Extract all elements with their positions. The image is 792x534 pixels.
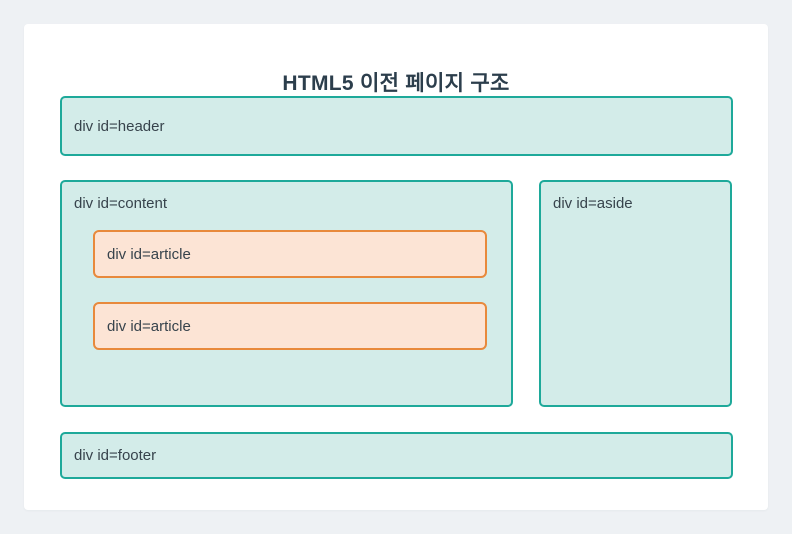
article-box: div id=article	[93, 302, 487, 350]
aside-box-label: div id=aside	[553, 195, 633, 212]
diagram-card: HTML5 이전 페이지 구조 div id=header div id=con…	[24, 24, 768, 510]
content-box-label: div id=content	[74, 195, 167, 212]
header-box-label: div id=header	[74, 117, 165, 135]
aside-box: div id=aside	[539, 180, 732, 407]
article-box-label: div id=article	[107, 245, 191, 263]
footer-box: div id=footer	[60, 432, 733, 479]
article-box-label: div id=article	[107, 317, 191, 335]
diagram-title: HTML5 이전 페이지 구조	[282, 72, 510, 95]
header-box: div id=header	[60, 96, 733, 156]
article-box: div id=article	[93, 230, 487, 278]
footer-box-label: div id=footer	[74, 447, 157, 464]
content-box: div id=content div id=article div id=art…	[60, 180, 513, 407]
